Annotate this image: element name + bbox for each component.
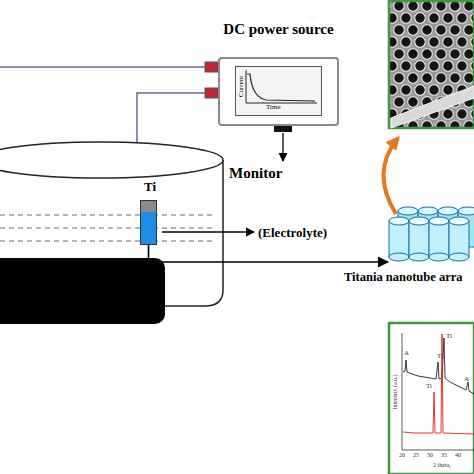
xrd-curve [403,334,474,434]
axis-title: 2 theta, [433,462,451,468]
beaker-rim [0,142,223,178]
tick-label: 30 [427,452,433,458]
xrd-plot [389,323,474,474]
power-source-box: DC power sourceCurrentTime [218,57,339,126]
sem-image [389,1,474,128]
peak-label: Ti [446,333,452,340]
electrolyte [0,215,215,241]
axis [246,70,247,103]
peak-label: Ti [437,353,443,360]
sem-tube [391,86,474,128]
stirrer-plate [0,258,165,324]
structure-label: Titania nanotube arra [344,271,463,284]
tick-label: 40 [455,452,461,458]
terminal [205,62,218,72]
tick-label: 25 [413,452,419,458]
axis-label: Current [238,70,245,104]
nanotube-array [389,207,474,261]
process-arrow [149,245,389,262]
xrd-curve [403,338,474,394]
device-title: DC power source [212,22,345,37]
wire [0,66,208,68]
peak-label: A [464,376,469,383]
peak-label: A [404,350,409,357]
axis [246,103,317,104]
callout-label: Monitor [229,166,282,181]
tick-label: 35 [441,452,447,458]
axis [402,333,403,450]
peak-label: Ti [426,383,432,390]
ti-electrode: Ti [140,200,157,245]
axis [402,450,474,451]
stand [274,126,292,132]
screen [236,67,321,115]
callout-label: (Electrolyte) [258,226,327,239]
leader-arrow [162,231,254,232]
tick-label: 20 [399,452,405,458]
terminal [205,88,218,98]
leader-arrow [282,133,283,161]
axis-title: Intensity (a.u.) [392,367,398,417]
nanotube-array: Titania nanotube arra [388,205,474,265]
zoom-arrow [383,138,398,214]
current-curve [247,74,315,101]
axis-label: Time [266,104,281,111]
monitor-screen: CurrentTime [235,66,322,116]
electrode-label: Ti [144,180,156,193]
